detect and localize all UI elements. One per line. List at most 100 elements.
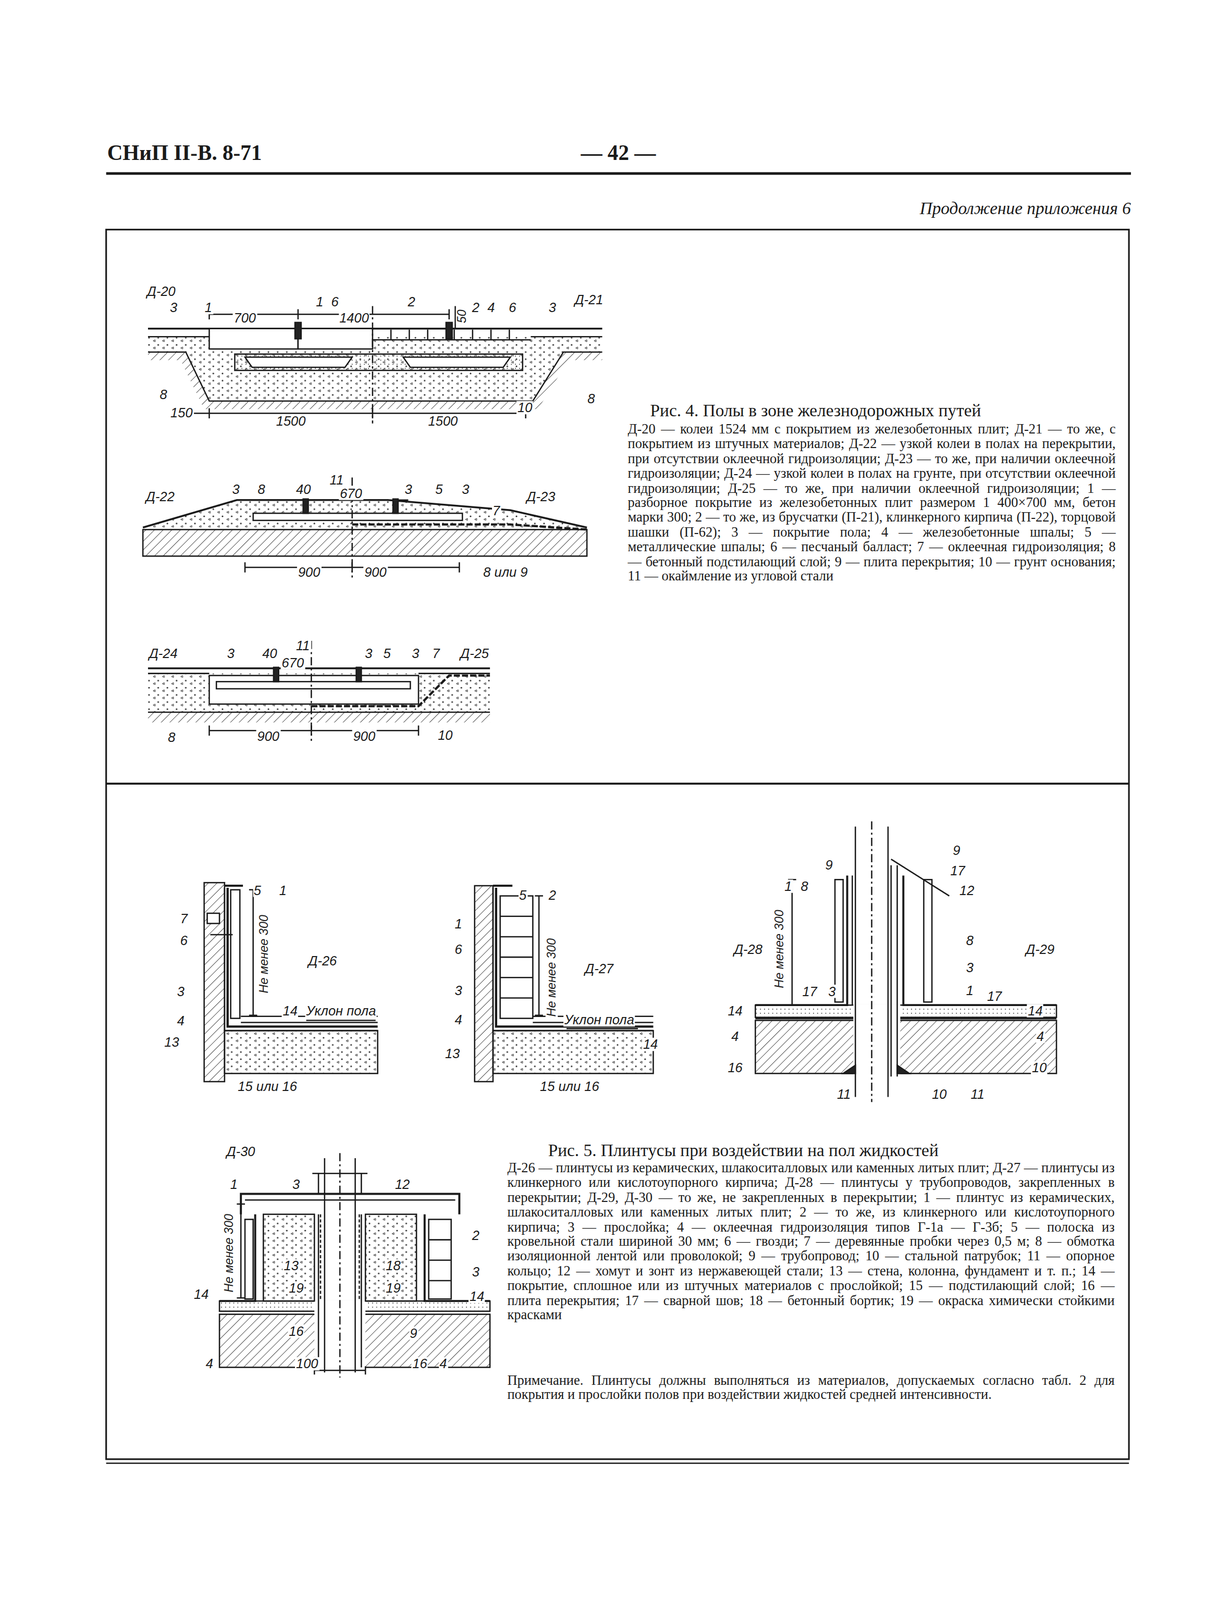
skirting-d30-part (428, 1240, 452, 1282)
rail-floor-d24-d25-part (209, 675, 420, 705)
skirting-d30-part (365, 1214, 417, 1302)
callout-label: 2 (547, 888, 558, 902)
rail-floor-d24-d25-part (216, 681, 411, 689)
skirting-d26-part (210, 934, 233, 937)
callout-label: 17 (949, 864, 966, 878)
callout-label: 7 (179, 912, 189, 926)
callout-label: 14 (1026, 1003, 1044, 1017)
callout-label: 3 (453, 983, 464, 997)
callout-label: 1400 (338, 310, 371, 324)
skirting-d27-part (500, 896, 534, 1019)
callout-label: 2 (471, 300, 481, 314)
skirting-d30-part (428, 1219, 452, 1300)
rail-floor-d24-d25-part (148, 672, 490, 675)
callout-label: 8 или 9 (482, 564, 529, 578)
rail-floor-d24-d25-part (148, 711, 490, 714)
callout-label: 150 (169, 405, 194, 420)
page-header: СНиП II-В. 8-71 (107, 141, 263, 165)
callout-label: 3 (460, 482, 471, 496)
callout-label: 8 (166, 730, 177, 744)
rail-floor-d20-d21-part (244, 357, 511, 368)
callout-label: 3 (827, 984, 837, 998)
callout-label: 16 (726, 1061, 744, 1075)
callout-label: 5 (382, 646, 392, 660)
callout-label: 670 (280, 655, 305, 669)
skirting-d27-part (493, 884, 513, 888)
skirting-d26-part (204, 882, 225, 1082)
rail-floor-d22-d23-part (244, 562, 460, 573)
callout-label: 900 (297, 564, 322, 578)
skirting-d30-part (424, 1214, 490, 1302)
skirting-d26-part (224, 888, 378, 1031)
callout-label: 4 (730, 1029, 740, 1043)
skirting-d28-d29-part (891, 865, 898, 1077)
callout-label: Д-20 (145, 284, 177, 298)
callout-label: 40 (294, 482, 312, 496)
callout-label: 7 (491, 503, 501, 517)
callout-label: 3 (410, 646, 421, 660)
callout-label: 8 (799, 879, 810, 893)
callout-label: 9 (824, 857, 834, 871)
page-frame-part (106, 172, 1131, 176)
rail-floor-d20-d21-part (191, 408, 526, 419)
callout-label: Уклон пола (563, 1013, 636, 1027)
figure-legend: Д-20 — колеи 1524 мм с покрытием из желе… (628, 422, 1116, 585)
callout-label: 4 (176, 1014, 186, 1028)
callout-label: Д-21 (573, 292, 605, 306)
rail-floor-d20-d21 (148, 306, 603, 424)
callout-label: 10 (516, 400, 534, 414)
callout-label: 16 (287, 1324, 305, 1338)
callout-label: 11 (294, 638, 311, 652)
rail-floor-d22-d23-part (142, 529, 587, 557)
callout-label: 13 (444, 1046, 461, 1060)
skirting-d30-part (263, 1214, 315, 1302)
callout-label: 3 (231, 482, 241, 496)
callout-label: 4 (453, 1013, 464, 1027)
rail-floor-d20-d21-part (209, 328, 299, 350)
rail-floor-d20-d21-part (372, 306, 374, 424)
rail-floor-d20-d21-part (148, 352, 603, 402)
callout-label: 7 (431, 646, 441, 660)
callout-label: 8 (586, 391, 596, 405)
callout-label: 12 (958, 883, 976, 897)
rail-floor-d20-d21-part (234, 354, 523, 371)
callout-label: 900 (352, 729, 377, 743)
rail-floor-d22-d23-part (392, 499, 399, 514)
callout-label: 5 (252, 883, 263, 897)
callout-label: 6 (330, 294, 340, 308)
callout-label: 13 (163, 1035, 180, 1049)
rail-floor-d20-d21-part (148, 352, 603, 410)
callout-label: Д-22 (144, 489, 176, 503)
rail-floor-d20-d21-part (446, 322, 453, 339)
skirting-d27-part (474, 885, 494, 1082)
skirting-d30-part (240, 1193, 460, 1215)
callout-label: 6 (453, 942, 464, 956)
callout-label: Д-24 (148, 646, 179, 660)
rail-floor-d22-d23-part (253, 513, 463, 521)
rail-floor-d24-d25-part (148, 673, 490, 713)
skirting-d27-part (566, 1028, 638, 1030)
callout-label: 14 (642, 1037, 659, 1051)
skirting-d30-part (320, 1214, 360, 1302)
callout-label: 4 (1035, 1029, 1045, 1043)
callout-label: 3 (168, 300, 179, 314)
callout-label: 17 (986, 989, 1003, 1003)
dimension-text: Не менее 300 (222, 1213, 236, 1295)
callout-label: Д-25 (459, 646, 490, 660)
skirting-d30-part (312, 1173, 368, 1194)
dimension-text: Не менее 300 (545, 937, 558, 1019)
callout-label: 14 (468, 1289, 486, 1303)
callout-label: 3 (547, 300, 558, 314)
page-number: — 42 — (580, 141, 656, 165)
callout-label: 19 (287, 1281, 305, 1295)
skirting-d28-d29-part (755, 1005, 1057, 1018)
skirting-d28-d29-part (851, 875, 854, 1006)
callout-label: Д-23 (525, 489, 557, 503)
rail-floor-d24-d25-part (209, 725, 420, 737)
callout-label: 3 (226, 646, 236, 660)
callout-label: Д-28 (732, 942, 764, 956)
callout-label: 15 или 16 (538, 1079, 600, 1093)
skirting-d28-d29-part (755, 1020, 1057, 1075)
rail-floor-d24-d25-part (311, 675, 490, 707)
callout-label: 4 (438, 1357, 448, 1371)
